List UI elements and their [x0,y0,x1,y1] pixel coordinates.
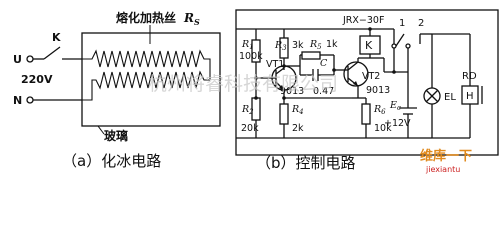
vt1-label: VT1 [266,59,284,70]
relay-coil-label: K [365,39,373,52]
resistor-r6 [361,103,371,125]
watermark: 杭州将睿科技有限公司 [148,73,338,95]
relay-model: JRX−30F [342,15,384,26]
relay-contact-blade [395,33,405,47]
r5-value: 1k [326,39,338,50]
heater-wire-top [82,49,211,80]
terminal-u [26,55,34,63]
corner-logo-site: jiexiantu [425,165,460,174]
contact-2-label: 2 [418,18,424,29]
caption-right: （b）控制电路 [256,154,356,172]
r5-name: R5 [309,39,322,51]
resistor-r5 [301,51,321,60]
heater-symbol: RS [183,11,200,27]
heater-circuit: 熔化加热丝 RS K U N 220V 玻璃 （a）化冰电路 [13,10,221,170]
glass-label: 玻璃 [104,128,128,143]
vt1-type: 9013 [280,86,304,97]
r6-name: R6 [373,104,386,116]
terminal-n-label: N [13,94,22,107]
heater-label: 熔化加热丝 [116,10,176,25]
r4-name: R4 [291,104,304,116]
r3-value: 3k [292,40,304,51]
cap-value: 0.47 [313,86,334,97]
control-frame [235,9,499,156]
switch-k-blade [43,46,61,60]
vt2-label: VT2 [362,71,380,82]
corner-logo: 维库一下 jiexiantu [420,148,472,174]
corner-logo-text: 维库一下 [420,148,472,164]
switch-k-label: K [52,31,61,44]
r2-name: R2 [241,104,254,116]
sensor-h-label: H [466,91,474,102]
circuit-schematic: 熔化加热丝 RS K U N 220V 玻璃 （a）化冰电路 R1 100k R… [13,9,499,174]
terminal-n [26,96,34,104]
ec-name: Ec [389,100,401,112]
r1-name: R1 [241,39,254,51]
glass-panel [81,32,221,127]
control-circuit: R1 100k R2 20k R3 3k VT1 9013 [235,9,499,172]
sensor-rd-label: RD [462,71,477,82]
terminal-u-label: U [13,53,22,66]
ec-voltage: +12V [384,118,411,129]
lamp-label: EL [444,92,456,103]
cap-name: C [320,58,328,69]
heater-wire-bottom [82,70,210,101]
transistor-vt2 [343,61,369,87]
resistor-r4 [279,103,289,125]
contact-1-label: 1 [399,18,405,29]
voltage-label: 220V [21,73,53,86]
r2-value: 20k [241,123,259,134]
r6-value: 10k [374,123,392,134]
r4-value: 2k [292,123,304,134]
r1-value: 100k [239,51,263,62]
vt2-type: 9013 [366,85,390,96]
caption-left: （a）化冰电路 [62,152,161,170]
r3-name: R3 [274,40,287,52]
